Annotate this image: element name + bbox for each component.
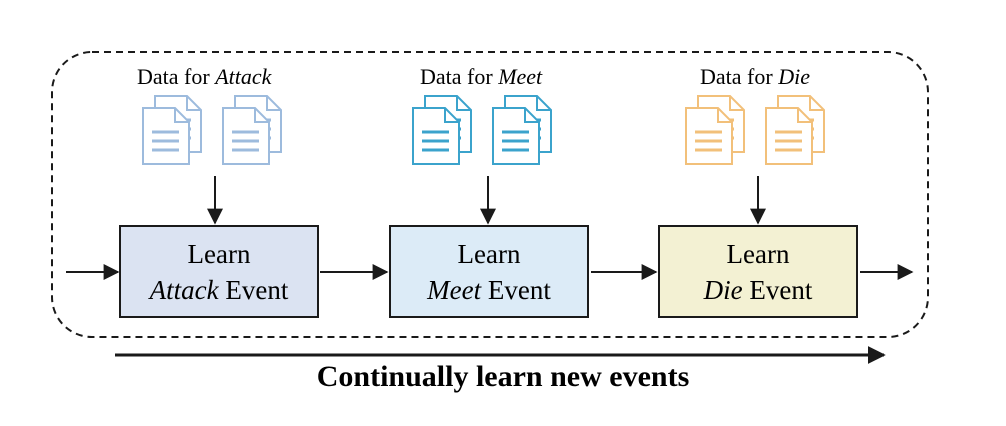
learn-word: Learn (187, 238, 251, 269)
data-label-event: Die (778, 64, 810, 89)
data-label-meet: Data for Meet (420, 64, 542, 90)
event-name: Attack (149, 274, 219, 305)
event-suffix: Event (742, 274, 813, 305)
document-stack-icon (412, 95, 472, 165)
event-suffix: Event (218, 274, 289, 305)
caption: Continually learn new events (316, 360, 690, 393)
data-label-attack: Data for Attack (137, 64, 271, 90)
data-label-prefix: Data for (137, 64, 216, 89)
data-label-prefix: Data for (420, 64, 499, 89)
event-line: Meet Event (427, 272, 551, 308)
event-line: Die Event (704, 272, 813, 308)
event-suffix: Event (481, 274, 551, 305)
event-name: Die (703, 274, 743, 305)
learn-word: Learn (726, 238, 790, 269)
data-label-event: Meet (498, 64, 543, 89)
data-label-event: Attack (215, 64, 272, 89)
event-line: Attack Event (150, 272, 289, 308)
document-stack-icon (142, 95, 202, 165)
learn-box-die: Learn Die Event (658, 225, 858, 318)
data-label-die: Data for Die (700, 64, 810, 90)
document-stack-icon (222, 95, 282, 165)
learn-box-attack: Learn Attack Event (119, 225, 319, 318)
document-stack-icon (492, 95, 552, 165)
dashed-container (51, 51, 929, 338)
learn-box-meet: Learn Meet Event (389, 225, 589, 318)
document-stack-icon (685, 95, 745, 165)
document-stack-icon (765, 95, 825, 165)
data-label-prefix: Data for (700, 64, 779, 89)
event-name: Meet (427, 274, 482, 305)
learn-word: Learn (457, 238, 521, 269)
